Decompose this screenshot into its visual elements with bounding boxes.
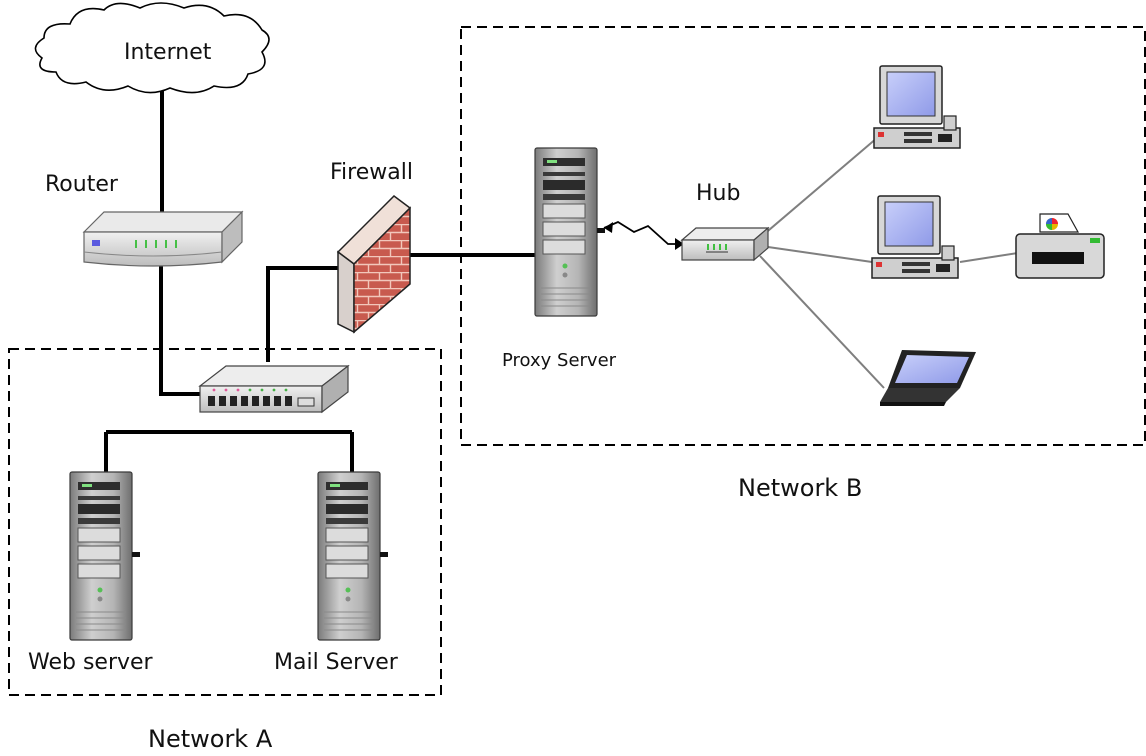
network-a-label: Network A: [148, 725, 273, 753]
thin-links: [759, 131, 1025, 389]
hub-pc1-link: [761, 131, 885, 237]
thick-links: [104, 80, 539, 480]
router-switch-link: [159, 262, 205, 396]
router-icon: [82, 210, 244, 267]
proxy-hub-link: [603, 220, 684, 245]
firewall-label: Firewall: [330, 160, 413, 185]
router-label: Router: [45, 172, 118, 197]
network-b-label: Network B: [738, 474, 863, 502]
proxy-server-icon: [534, 147, 606, 317]
switch-firewall-link: [266, 266, 340, 362]
hub-icon: [680, 226, 770, 262]
laptop-icon: [880, 350, 976, 406]
network-b-boundary: [460, 26, 1146, 446]
mail-server-icon: [317, 471, 389, 641]
web-server-icon: [69, 471, 141, 641]
network-a-boundary: [8, 348, 442, 696]
hub-pc2-link: [767, 246, 873, 263]
proxy-server-label: Proxy Server: [502, 350, 617, 371]
desktop-computer-1-icon: [873, 65, 961, 149]
printer-icon: [1015, 213, 1105, 279]
hub-laptop-link: [759, 255, 885, 389]
desktop-computer-2-icon: [871, 195, 959, 279]
internet-label: Internet: [124, 40, 212, 65]
cloud-icon: [34, 2, 270, 94]
firewall-icon: [336, 195, 412, 334]
hub-label: Hub: [696, 181, 741, 206]
pc2-printer-link: [959, 251, 1025, 263]
switch-icon: [198, 364, 350, 414]
web-server-label: Web server: [28, 650, 153, 675]
mail-server-label: Mail Server: [274, 650, 398, 675]
